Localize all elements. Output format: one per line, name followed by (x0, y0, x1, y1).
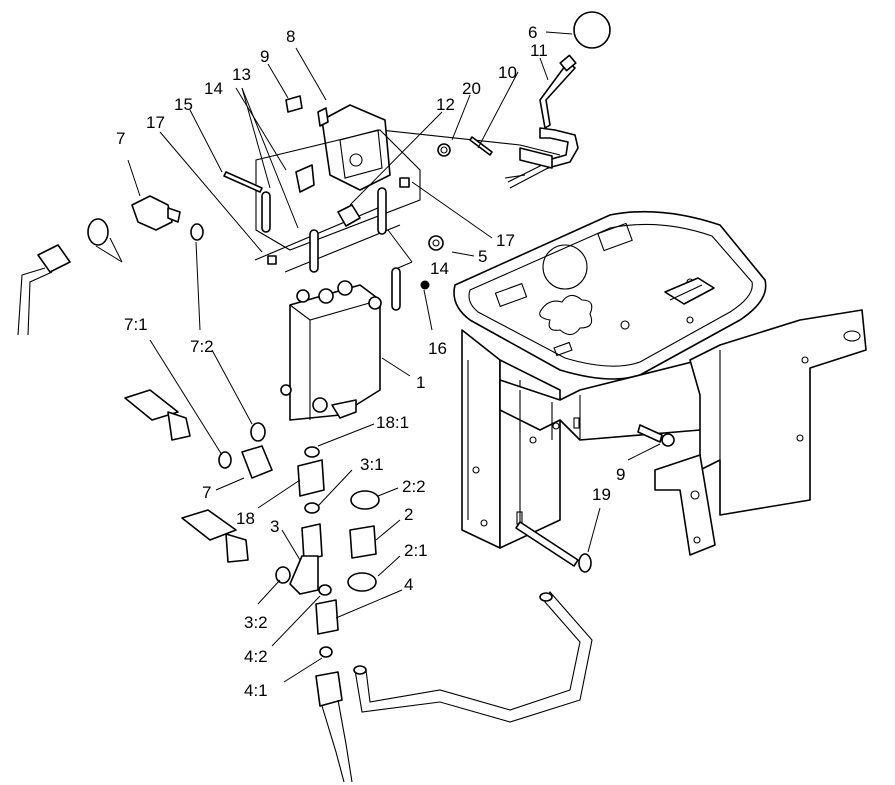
callout-17-left: 17 (146, 113, 165, 132)
fitting-stack (181, 446, 380, 783)
callout-4-1: 4:1 (244, 681, 268, 700)
callout-18-1: 18:1 (376, 413, 409, 432)
console-frame (453, 210, 867, 556)
callout-4-2: 4:2 (244, 647, 268, 666)
callout-9-lower: 9 (616, 465, 625, 484)
callout-13: 13 (232, 65, 251, 84)
valve-body (280, 280, 382, 421)
callout-3-1: 3:1 (360, 455, 384, 474)
leader-lines (95, 31, 661, 683)
callout-17-right: 17 (496, 231, 515, 250)
callout-11: 11 (530, 41, 548, 60)
callout-2-1: 2:1 (404, 541, 428, 560)
hose-left-upper (124, 389, 273, 479)
callout-14-lower: 14 (430, 259, 449, 278)
callout-14-upper: 14 (204, 79, 223, 98)
callout-5: 5 (478, 247, 487, 266)
callout-18: 18 (236, 509, 255, 528)
bolt-9-lower (637, 424, 675, 447)
callout-8: 8 (286, 27, 295, 46)
callout-2-2: 2:2 (402, 477, 426, 496)
callout-7-1: 7:1 (124, 315, 148, 334)
callout-2: 2 (404, 505, 413, 524)
callout-16: 16 (428, 339, 447, 358)
callout-labels: 6 11 10 20 12 8 9 13 14 15 17 7 17 5 14 … (116, 23, 625, 700)
callout-1: 1 (416, 373, 425, 392)
callout-10: 10 (498, 63, 517, 82)
callout-6: 6 (528, 23, 537, 42)
callout-15: 15 (174, 95, 193, 114)
callout-12: 12 (436, 95, 455, 114)
elbow-fitting-upper (17, 195, 204, 336)
pivot-pin-area (379, 129, 561, 179)
return-tube (353, 591, 593, 723)
callout-7-upper: 7 (116, 129, 125, 148)
callout-7-lower: 7 (202, 483, 211, 502)
callout-9-upper: 9 (260, 47, 269, 66)
bolt-19 (515, 521, 592, 573)
callout-3: 3 (270, 517, 279, 536)
callout-4: 4 (404, 575, 413, 594)
callout-7-2: 7:2 (190, 337, 214, 356)
linkage-parts (223, 95, 444, 311)
mounting-bracket-8 (317, 104, 391, 191)
callout-20: 20 (462, 79, 481, 98)
callout-19: 19 (592, 485, 611, 504)
callout-3-2: 3:2 (244, 613, 268, 632)
